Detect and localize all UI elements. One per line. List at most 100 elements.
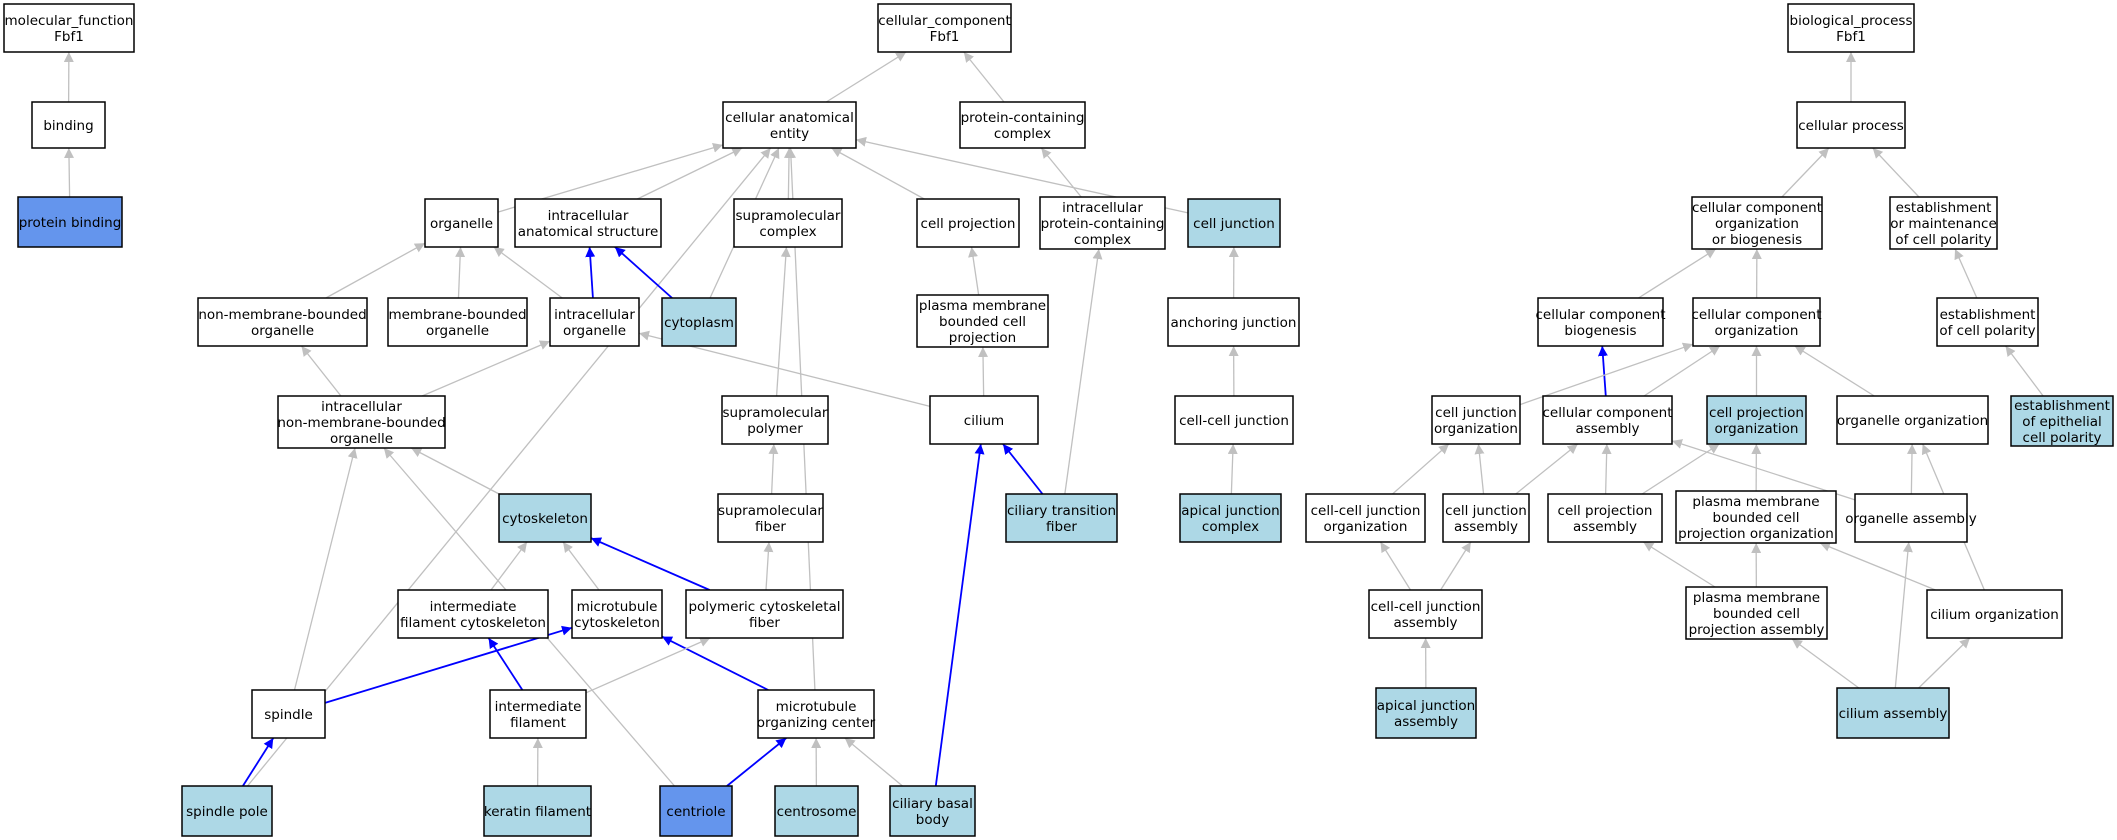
edge-is-a (2005, 345, 2044, 397)
edge-is-a (1474, 443, 1485, 495)
term-label-line: cellular process (1798, 118, 1904, 134)
edge-is-a (1392, 443, 1450, 495)
term-node-cytoskeleton[interactable]: cytoskeleton (498, 493, 592, 543)
term-node-organelle[interactable]: organelle (424, 198, 499, 248)
term-label-line: non-membrane-bounded (277, 415, 445, 431)
term-box (1005, 493, 1118, 543)
term-label-line: filament cytoskeleton (400, 615, 546, 631)
term-box (514, 198, 662, 248)
term-node-cj[interactable]: cell junction (1187, 198, 1281, 248)
term-label-line: organelle (563, 323, 626, 339)
term-box (1179, 493, 1282, 543)
term-box (387, 297, 528, 347)
term-node-oo[interactable]: organelle organization (1836, 395, 1989, 445)
term-box (717, 493, 824, 543)
term-node-binding[interactable]: binding (31, 101, 106, 149)
term-node-oa[interactable]: organelle assembly (1845, 493, 1977, 543)
term-box (1039, 196, 1166, 250)
edge-is-a (1379, 541, 1412, 591)
term-label-line: intermediate (430, 599, 517, 615)
term-node-centriole[interactable]: centriole (659, 785, 733, 837)
term-node-spole[interactable]: spindle pole (181, 785, 273, 837)
term-node-inmbo[interactable]: intracellularnon-membrane-boundedorganel… (277, 395, 446, 449)
term-node-kf[interactable]: keratin filament (483, 785, 592, 837)
term-label-line: cellular component (1535, 307, 1665, 323)
term-label-line: cellular component (1691, 307, 1821, 323)
term-box (733, 198, 843, 248)
term-box (1305, 493, 1426, 543)
term-label-line: organization (1715, 421, 1799, 437)
term-node-cp[interactable]: cellular process (1796, 101, 1906, 149)
term-label-line: membrane-bounded (388, 307, 526, 323)
term-node-aj[interactable]: anchoring junction (1167, 297, 1300, 347)
term-label-line: plasma membrane (1693, 590, 1820, 606)
term-label-line: cell-cell junction (1371, 599, 1481, 615)
term-box (1542, 395, 1673, 445)
term-box (757, 689, 875, 739)
term-box (722, 101, 857, 149)
term-box (1926, 589, 2063, 639)
term-label-line: cytoskeleton (574, 615, 660, 631)
edge-is-a (562, 541, 600, 591)
term-node-co[interactable]: cilium organization (1926, 589, 2063, 639)
term-node-ca[interactable]: cilium assembly (1836, 687, 1950, 739)
term-box (1442, 493, 1530, 543)
term-node-protein-binding[interactable]: protein binding (17, 196, 123, 248)
term-node-cytoplasm[interactable]: cytoplasm (661, 297, 737, 347)
edge-part-of (590, 537, 710, 591)
term-node-ccj[interactable]: cell-cell junction (1174, 395, 1294, 445)
term-box (1675, 490, 1837, 544)
edge-is-a (493, 246, 563, 299)
term-node-cilium[interactable]: cilium (929, 395, 1039, 445)
term-label-line: or maintenance (1890, 216, 1997, 232)
term-label-line: organelle (330, 431, 393, 447)
term-label-line: fiber (755, 519, 786, 535)
term-node-spindle[interactable]: spindle (251, 689, 326, 739)
term-label-line: establishment (1896, 200, 1992, 216)
term-box (1431, 395, 1521, 445)
term-node-centrosome[interactable]: centrosome (774, 785, 859, 837)
term-label-line: ciliary transition (1007, 503, 1116, 519)
term-box (1836, 395, 1989, 445)
term-node-cproj[interactable]: cell projection (916, 198, 1020, 248)
term-box (916, 198, 1020, 248)
